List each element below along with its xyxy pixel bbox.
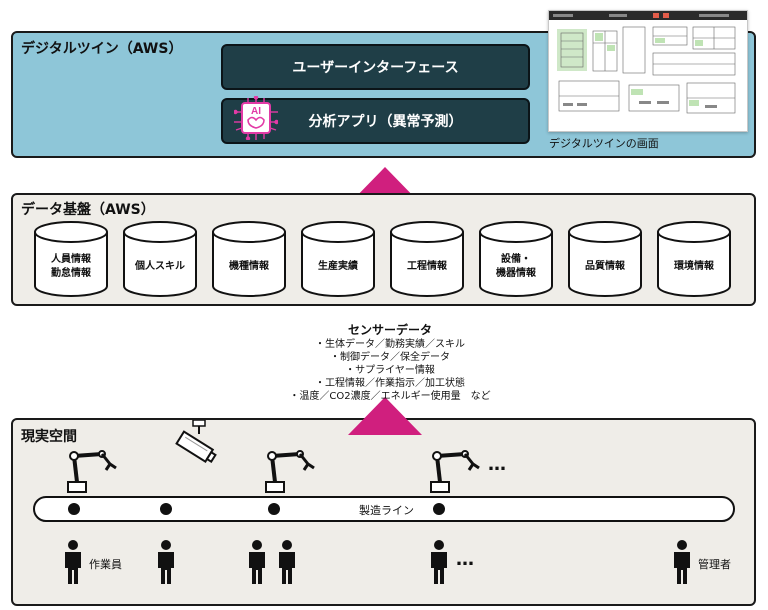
- robot-ellipsis: …: [488, 454, 508, 475]
- database-label: 品質情報: [585, 261, 625, 272]
- database-icon: [657, 221, 731, 297]
- database-label: 設備・ 機器情報: [496, 254, 536, 279]
- analysis-app-label: 分析アプリ（異常予測）: [308, 114, 463, 130]
- database-label: 工程情報: [407, 261, 447, 272]
- database-quality: 品質情報: [567, 220, 643, 298]
- worker-label: 作業員: [89, 558, 122, 571]
- sensor-data-item: ・生体データ／勤務実績／スキル: [315, 339, 465, 350]
- worker-ellipsis: …: [456, 549, 476, 570]
- screen-caption: デジタルツインの画面: [549, 137, 659, 150]
- line-station-dot: [268, 503, 280, 515]
- line-station-dot: [433, 503, 445, 515]
- database-label: 環境情報: [674, 261, 714, 272]
- worker-icon: [279, 540, 295, 584]
- database-label: 人員情報 勤怠情報: [51, 254, 91, 279]
- worker-icon: [249, 540, 265, 584]
- analysis-app-button[interactable]: 分析アプリ（異常予測）: [221, 98, 530, 144]
- sensor-data-item: ・サプライヤー情報: [345, 365, 435, 376]
- ai-brain-icon: AI: [234, 96, 278, 140]
- line-station-dot: [68, 503, 80, 515]
- database-skills: 個人スキル: [122, 220, 198, 298]
- sensor-data-block: センサーデータ ・生体データ／勤務実績／スキル ・制御データ／保全データ ・サプ…: [270, 322, 510, 403]
- ai-badge: AI: [251, 106, 261, 117]
- database-equipment: 設備・ 機器情報: [478, 220, 554, 298]
- database-label: 機種情報: [229, 261, 269, 272]
- line-station-dot: [160, 503, 172, 515]
- data-platform-label: データ基盤（AWS）: [21, 202, 155, 218]
- robot-arm-icon: [265, 450, 315, 493]
- sensor-data-title: センサーデータ: [347, 323, 432, 337]
- database-icon: [301, 221, 375, 297]
- robot-arm-icon: [67, 450, 117, 493]
- database-environment: 環境情報: [656, 220, 732, 298]
- sensor-data-item: ・工程情報／作業指示／加工状態: [315, 378, 465, 389]
- user-interface-button[interactable]: ユーザーインターフェース: [221, 44, 530, 90]
- database-icon: [212, 221, 286, 297]
- database-icon: [568, 221, 642, 297]
- real-space-label: 現実空間: [21, 429, 77, 445]
- production-line-label: 製造ライン: [356, 502, 417, 518]
- database-icon: [479, 221, 553, 297]
- sensor-data-item: ・制御データ／保全データ: [330, 352, 450, 363]
- database-production: 生産実績: [300, 220, 376, 298]
- worker-icon: [65, 540, 81, 584]
- robot-arm-icon: [430, 450, 480, 493]
- database-personnel: 人員情報 勤怠情報: [33, 220, 109, 298]
- manager-icon: [674, 540, 690, 584]
- camera-icon: [175, 420, 217, 464]
- sensor-data-item: ・温度／CO2濃度／エネルギー使用量 など: [289, 391, 491, 402]
- database-label: 個人スキル: [135, 261, 185, 272]
- database-icon: [34, 221, 108, 297]
- database-models: 機種情報: [211, 220, 287, 298]
- up-arrow-icon: [348, 397, 422, 435]
- database-process: 工程情報: [389, 220, 465, 298]
- digital-twin-screenshot: [548, 10, 748, 132]
- manager-label: 管理者: [698, 558, 731, 571]
- worker-icon: [158, 540, 174, 584]
- digital-twin-label: デジタルツイン（AWS）: [21, 41, 183, 57]
- worker-icon: [431, 540, 447, 584]
- database-icon: [123, 221, 197, 297]
- database-icon: [390, 221, 464, 297]
- database-label: 生産実績: [318, 261, 358, 272]
